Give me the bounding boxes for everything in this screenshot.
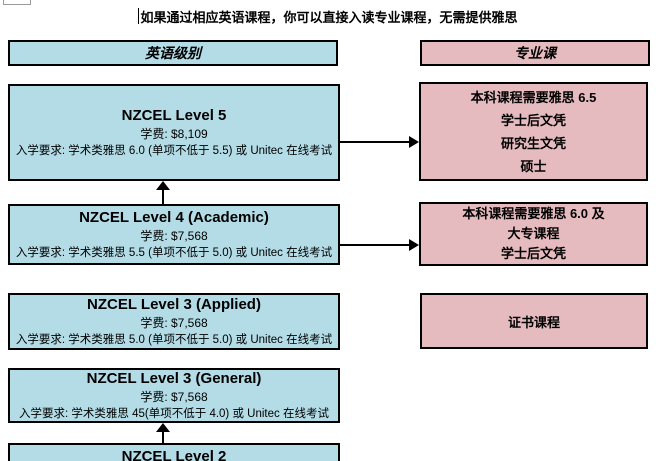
level-tuition: 学费: $7,568	[140, 228, 208, 243]
right-arrow-icon	[409, 239, 419, 251]
level-name: NZCEL Level 3 (Applied)	[87, 295, 261, 313]
outcome-line: 本科课程需要雅思 6.5	[470, 89, 597, 105]
outcome-line: 学士后文凭	[500, 246, 566, 261]
level-requirement: 入学要求: 学术类雅思 5.5 (单项不低于 5.0) 或 Unitec 在线考…	[15, 246, 333, 259]
level-tuition: 学费: $7,568	[140, 389, 208, 404]
diagram-title: 如果通过相应英语课程，你可以直接入读专业课程，无需提供雅思	[140, 9, 518, 25]
outcome-box-degree-ielts-6-0: 本科课程需要雅思 6.0 及 大专课程 学士后文凭	[419, 202, 648, 266]
outcome-line: 研究生文凭	[500, 135, 566, 151]
level-requirement: 入学要求: 学术类雅思 5.0 (单项不低于 5.0) 或 Unitec 在线考…	[15, 333, 333, 346]
level-requirement: 入学要求: 学术类雅思 45(单项不低于 4.0) 或 Unitec 在线考试	[19, 407, 329, 420]
text-cursor	[138, 8, 140, 24]
up-arrow-level2-to-level3-shaft	[162, 431, 164, 443]
cropped-ui-artifact	[3, 0, 31, 5]
up-arrow-level4-to-level5-shaft	[162, 189, 164, 204]
outcome-line: 本科课程需要雅思 6.0 及	[462, 206, 605, 221]
outcome-line: 证书课程	[507, 314, 560, 330]
outcome-line: 学士后文凭	[500, 112, 566, 128]
level-box-nzcel-level-3-applied: NZCEL Level 3 (Applied) 学费: $7,568 入学要求:…	[8, 293, 340, 350]
professional-column-header-label: 专业课	[514, 45, 556, 61]
level-box-nzcel-level-3-general: NZCEL Level 3 (General) 学费: $7,568 入学要求:…	[8, 368, 340, 423]
level-box-nzcel-level-5: NZCEL Level 5 学费: $8,109 入学要求: 学术类雅思 6.0…	[8, 84, 340, 181]
right-arrow-level4-to-outcome-shaft	[340, 244, 410, 246]
level-box-nzcel-level-4: NZCEL Level 4 (Academic) 学费: $7,568 入学要求…	[8, 204, 340, 265]
level-name: NZCEL Level 4 (Academic)	[79, 208, 269, 226]
outcome-line: 硕士	[520, 158, 547, 174]
english-column-header-label: 英语级别	[145, 45, 201, 61]
up-arrow-icon	[156, 423, 170, 432]
outcome-line: 大专课程	[507, 226, 560, 241]
level-tuition: 学费: $7,568	[140, 315, 208, 330]
up-arrow-icon	[156, 181, 170, 190]
level-name: NZCEL Level 2	[121, 448, 227, 461]
level-box-nzcel-level-2: NZCEL Level 2	[8, 443, 340, 461]
level-name: NZCEL Level 3 (General)	[86, 369, 262, 387]
level-requirement: 入学要求: 学术类雅思 6.0 (单项不低于 5.5) 或 Unitec 在线考…	[15, 144, 333, 157]
level-tuition: 学费: $8,109	[140, 126, 208, 141]
right-arrow-level5-to-outcome-shaft	[340, 141, 410, 143]
right-arrow-icon	[409, 136, 419, 148]
level-name: NZCEL Level 5	[121, 106, 227, 124]
outcome-box-certificate: 证书课程	[420, 293, 648, 349]
diagram-title-row: 如果通过相应英语课程，你可以直接入读专业课程，无需提供雅思	[0, 6, 656, 26]
professional-column-header: 专业课	[420, 40, 650, 66]
english-column-header: 英语级别	[8, 40, 338, 66]
outcome-box-degree-ielts-6-5: 本科课程需要雅思 6.5 学士后文凭 研究生文凭 硕士	[419, 82, 648, 181]
